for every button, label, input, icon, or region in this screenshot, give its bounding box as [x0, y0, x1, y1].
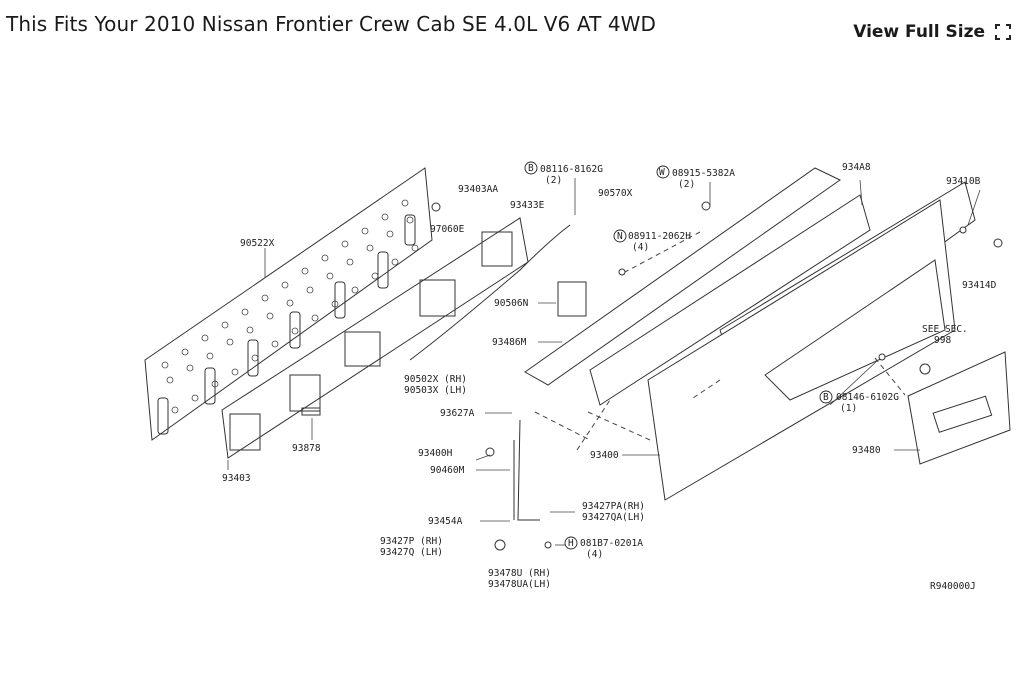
label-93403: 93403: [222, 473, 251, 484]
label-93478u: 93478U (RH): [488, 568, 551, 579]
label-93427qa: 93427QA(LH): [582, 512, 645, 523]
label-93427p: 93427P (RH): [380, 536, 443, 547]
label-08146: 08146-6102G: [836, 392, 899, 403]
label-93480: 93480: [852, 445, 881, 456]
label-90460m: 90460M: [430, 465, 465, 476]
assembly-lines: [534, 231, 906, 451]
label-93410b: 93410B: [946, 176, 981, 187]
svg-text:W: W: [659, 167, 665, 178]
label-08146-qty: (1): [840, 403, 857, 414]
label-93427q: 93427Q (LH): [380, 547, 443, 558]
label-see-sec: SEE SEC.: [922, 324, 968, 335]
label-08915: 08915-5382A: [672, 168, 735, 179]
label-93427pa: 93427PA(RH): [582, 501, 645, 512]
label-90506n: 90506N: [494, 298, 529, 309]
label-see-sec-num: 998: [934, 335, 951, 346]
label-93400: 93400: [590, 450, 619, 461]
label-93433e: 93433E: [510, 200, 545, 211]
label-081b7: 081B7-0201A: [580, 538, 643, 549]
label-93403aa: 93403AA: [458, 184, 498, 195]
inner-trim-panel: [144, 167, 433, 441]
small-parts: [409, 201, 1003, 551]
leader-lines: [227, 178, 981, 546]
tailgate-finisher: [907, 351, 1011, 465]
label-93400h: 93400H: [418, 448, 453, 459]
label-93478ua: 93478UA(LH): [488, 579, 551, 590]
tailgate-outer: [647, 199, 956, 501]
label-08911-qty: (4): [632, 242, 649, 253]
label-08915-qty: (2): [678, 179, 695, 190]
expand-icon: [995, 24, 1011, 40]
label-90502x: 90502X (RH): [404, 374, 467, 385]
svg-text:B: B: [823, 392, 829, 403]
svg-text:H: H: [568, 538, 574, 549]
label-93454a: 93454A: [428, 516, 463, 527]
svg-text:N: N: [617, 231, 623, 242]
diagram-reference: R940000J: [930, 581, 976, 592]
label-93427a: 93627A: [440, 408, 475, 419]
label-97060e: 97060E: [430, 224, 465, 235]
label-93878: 93878: [292, 443, 321, 454]
svg-text:B: B: [528, 163, 534, 174]
label-08911: 08911-2062H: [628, 231, 691, 242]
view-full-size-label: View Full Size: [853, 22, 985, 42]
label-90570x: 90570X: [598, 188, 633, 199]
label-93486m: 93486M: [492, 337, 527, 348]
label-93414d: 93414D: [962, 280, 997, 291]
label-90522x: 90522X: [240, 238, 275, 249]
label-08116: 08116-8162G: [540, 164, 603, 175]
label-93468: 934A8: [842, 162, 871, 173]
prefix-letters: B W N B H: [528, 163, 829, 549]
label-081b7-qty: (4): [586, 549, 603, 560]
label-08116-qty: (2): [545, 175, 562, 186]
page-title: This Fits Your 2010 Nissan Frontier Crew…: [6, 12, 657, 36]
prefix-circles: [524, 161, 833, 550]
view-full-size-button[interactable]: View Full Size: [853, 22, 1011, 42]
label-90503x: 90503X (LH): [404, 385, 467, 396]
